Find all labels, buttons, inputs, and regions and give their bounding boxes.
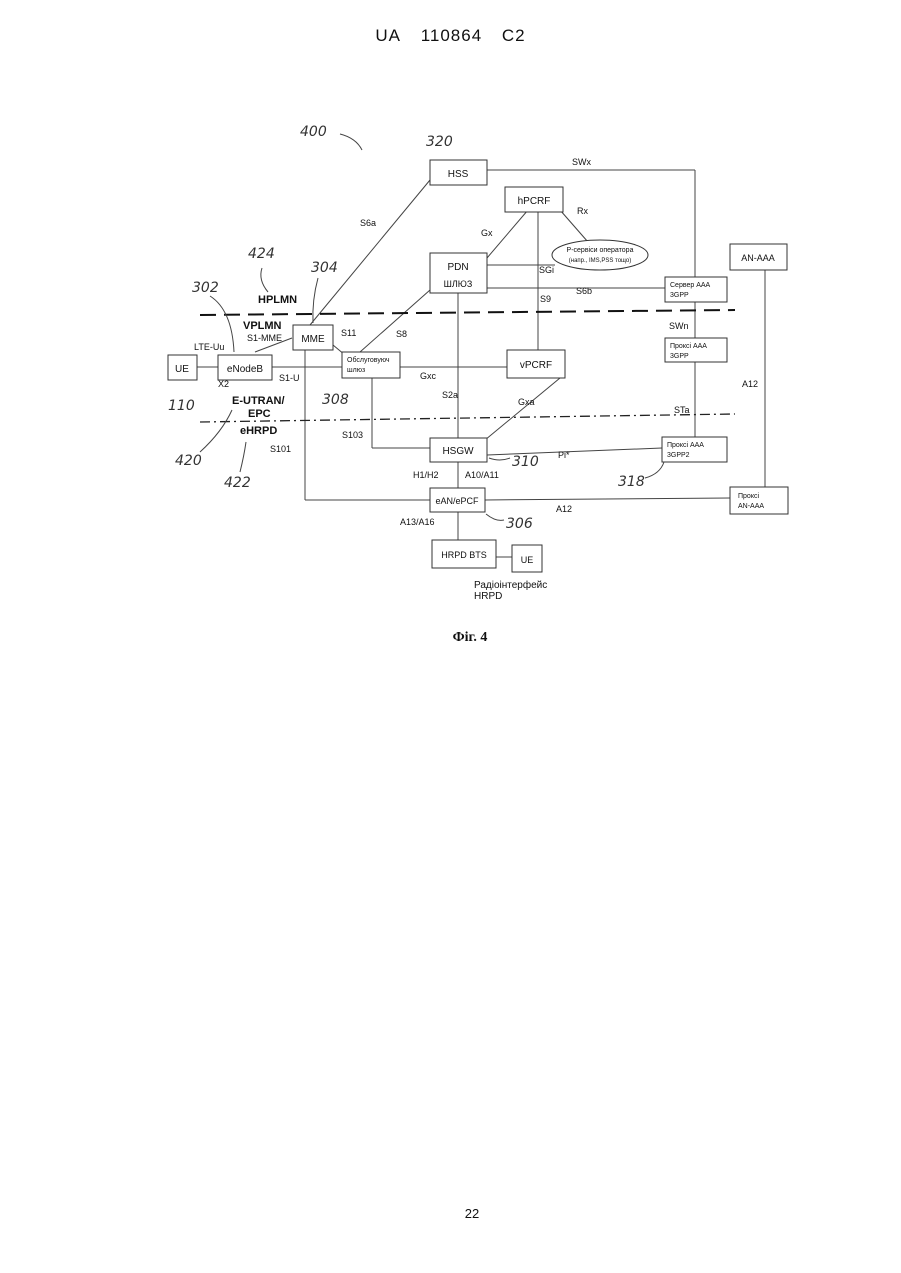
- label-pi: Pi*: [558, 450, 570, 460]
- svg-text:HRPD BTS: HRPD BTS: [441, 550, 487, 560]
- svg-text:AN-AAA: AN-AAA: [738, 503, 764, 510]
- aaa-server-node: Сервер ААА 3GPP: [665, 277, 727, 302]
- aaa-proxy-3gpp2-node: Проксі ААА 3GPP2: [662, 437, 727, 462]
- numeral-320: 320: [426, 134, 453, 150]
- svg-text:Р-сервіси оператора: Р-сервіси оператора: [567, 246, 634, 254]
- svg-text:vPCRF: vPCRF: [520, 360, 552, 371]
- label-sgi: SGi: [539, 265, 554, 275]
- ue-node-hrpd: UE: [512, 545, 542, 572]
- svg-text:HSS: HSS: [448, 169, 469, 180]
- svg-text:Обслуговуюч: Обслуговуюч: [347, 356, 390, 364]
- svg-text:PDN: PDN: [447, 262, 468, 273]
- numeral-310: 310: [512, 454, 539, 470]
- label-ehrpd: eHRPD: [240, 425, 277, 437]
- hss-node: HSS: [430, 160, 487, 185]
- label-a13-a16: A13/A16: [400, 517, 435, 527]
- svg-text:Проксі ААА: Проксі ААА: [667, 441, 704, 449]
- svg-text:(напр., IMS,PSS тощо): (напр., IMS,PSS тощо): [569, 258, 631, 264]
- label-s6b: S6b: [576, 286, 592, 296]
- page-number: 22: [0, 1206, 901, 1221]
- label-s8: S8: [396, 329, 407, 339]
- figure-caption: Фіг. 4: [0, 630, 901, 646]
- label-hrpd-radio-1: Радіоінтерфейс: [474, 579, 547, 591]
- svg-text:MME: MME: [301, 334, 325, 345]
- hplmn-vplmn-boundary: [200, 310, 735, 315]
- numeral-304: 304: [311, 260, 338, 276]
- numeral-400: 400: [300, 124, 327, 140]
- label-s2a: S2a: [442, 390, 458, 400]
- an-aaa-proxy-node: Проксі AN-AAA: [730, 487, 788, 514]
- label-sta: STa: [674, 405, 690, 415]
- svg-text:3GPP2: 3GPP2: [667, 452, 690, 459]
- label-epc: EPC: [248, 408, 271, 420]
- label-swx: SWx: [572, 157, 591, 167]
- numeral-424: 424: [248, 246, 275, 262]
- vpcrf-node: vPCRF: [507, 350, 565, 378]
- hpcrf-node: hPCRF: [505, 187, 563, 212]
- svg-text:eNodeB: eNodeB: [227, 364, 263, 375]
- svg-text:3GPP: 3GPP: [670, 292, 689, 299]
- label-a10-a11: A10/A11: [465, 470, 499, 480]
- eutran-ehrpd-boundary: [200, 414, 735, 422]
- svg-text:ШЛЮЗ: ШЛЮЗ: [444, 279, 473, 289]
- label-gxa: Gxa: [518, 397, 535, 407]
- hrpd-bts-node: HRPD BTS: [432, 540, 496, 568]
- svg-text:шлюз: шлюз: [347, 367, 365, 374]
- label-h1-h2: H1/H2: [413, 470, 439, 480]
- svg-text:Проксі: Проксі: [738, 492, 759, 500]
- label-vplmn: VPLMN: [243, 320, 282, 332]
- label-s9: S9: [540, 294, 551, 304]
- ip-services-node: Р-сервіси оператора (напр., IMS,PSS тощо…: [552, 240, 648, 270]
- label-lte-uu: LTE-Uu: [194, 342, 224, 352]
- an-aaa-node: AN-AAA: [730, 244, 787, 270]
- label-swn: SWn: [669, 321, 689, 331]
- mme-node: MME: [293, 325, 333, 350]
- svg-text:UE: UE: [521, 555, 534, 565]
- svg-text:Сервер ААА: Сервер ААА: [670, 282, 711, 289]
- numeral-306: 306: [506, 516, 533, 532]
- hsgw-node: HSGW: [430, 438, 487, 462]
- label-s1-mme: S1-MME: [247, 333, 282, 343]
- label-s6a: S6a: [360, 218, 376, 228]
- label-gx: Gx: [481, 228, 493, 238]
- pdn-gateway-node: PDN ШЛЮЗ: [430, 253, 487, 293]
- numeral-308: 308: [322, 392, 349, 408]
- label-s101: S101: [270, 444, 291, 454]
- ean-epcf-node: eAN/ePCF: [430, 488, 485, 512]
- svg-text:AN-AAA: AN-AAA: [741, 253, 775, 263]
- label-s1-u: S1-U: [279, 373, 300, 383]
- numeral-110: 110: [168, 398, 195, 414]
- svg-text:hPCRF: hPCRF: [518, 196, 551, 207]
- label-a12-right: A12: [742, 379, 758, 389]
- label-a12-bottom: A12: [556, 504, 572, 514]
- label-hrpd-radio-2: HRPD: [474, 591, 502, 602]
- aaa-proxy-3gpp-node: Проксі ААА 3GPP: [665, 338, 727, 362]
- label-eutran: E-UTRAN/: [232, 395, 285, 407]
- enodeb-node: eNodeB: [218, 355, 272, 380]
- label-gxc: Gxc: [420, 371, 437, 381]
- svg-text:eAN/ePCF: eAN/ePCF: [435, 496, 479, 506]
- label-s11: S11: [341, 328, 356, 338]
- svg-text:3GPP: 3GPP: [670, 353, 689, 360]
- numeral-420: 420: [175, 453, 202, 469]
- label-hplmn: HPLMN: [258, 294, 297, 306]
- label-x2: X2: [218, 379, 229, 389]
- label-s103: S103: [342, 430, 363, 440]
- interface-labels: SWx S6a Gx Rx SGi S9 S6b LTE-Uu S1-MME S…: [194, 157, 758, 602]
- label-rx: Rx: [577, 206, 588, 216]
- numeral-422: 422: [224, 475, 251, 491]
- numeral-302: 302: [192, 280, 219, 296]
- svg-text:UE: UE: [175, 364, 189, 375]
- serving-gateway-node: Обслуговуюч шлюз: [342, 352, 400, 378]
- network-diagram: Р-сервіси оператора (напр., IMS,PSS тощо…: [0, 0, 901, 640]
- svg-text:Проксі ААА: Проксі ААА: [670, 342, 707, 350]
- svg-text:HSGW: HSGW: [442, 446, 474, 457]
- numeral-318: 318: [618, 474, 645, 490]
- ue-node-lte: UE: [168, 355, 197, 380]
